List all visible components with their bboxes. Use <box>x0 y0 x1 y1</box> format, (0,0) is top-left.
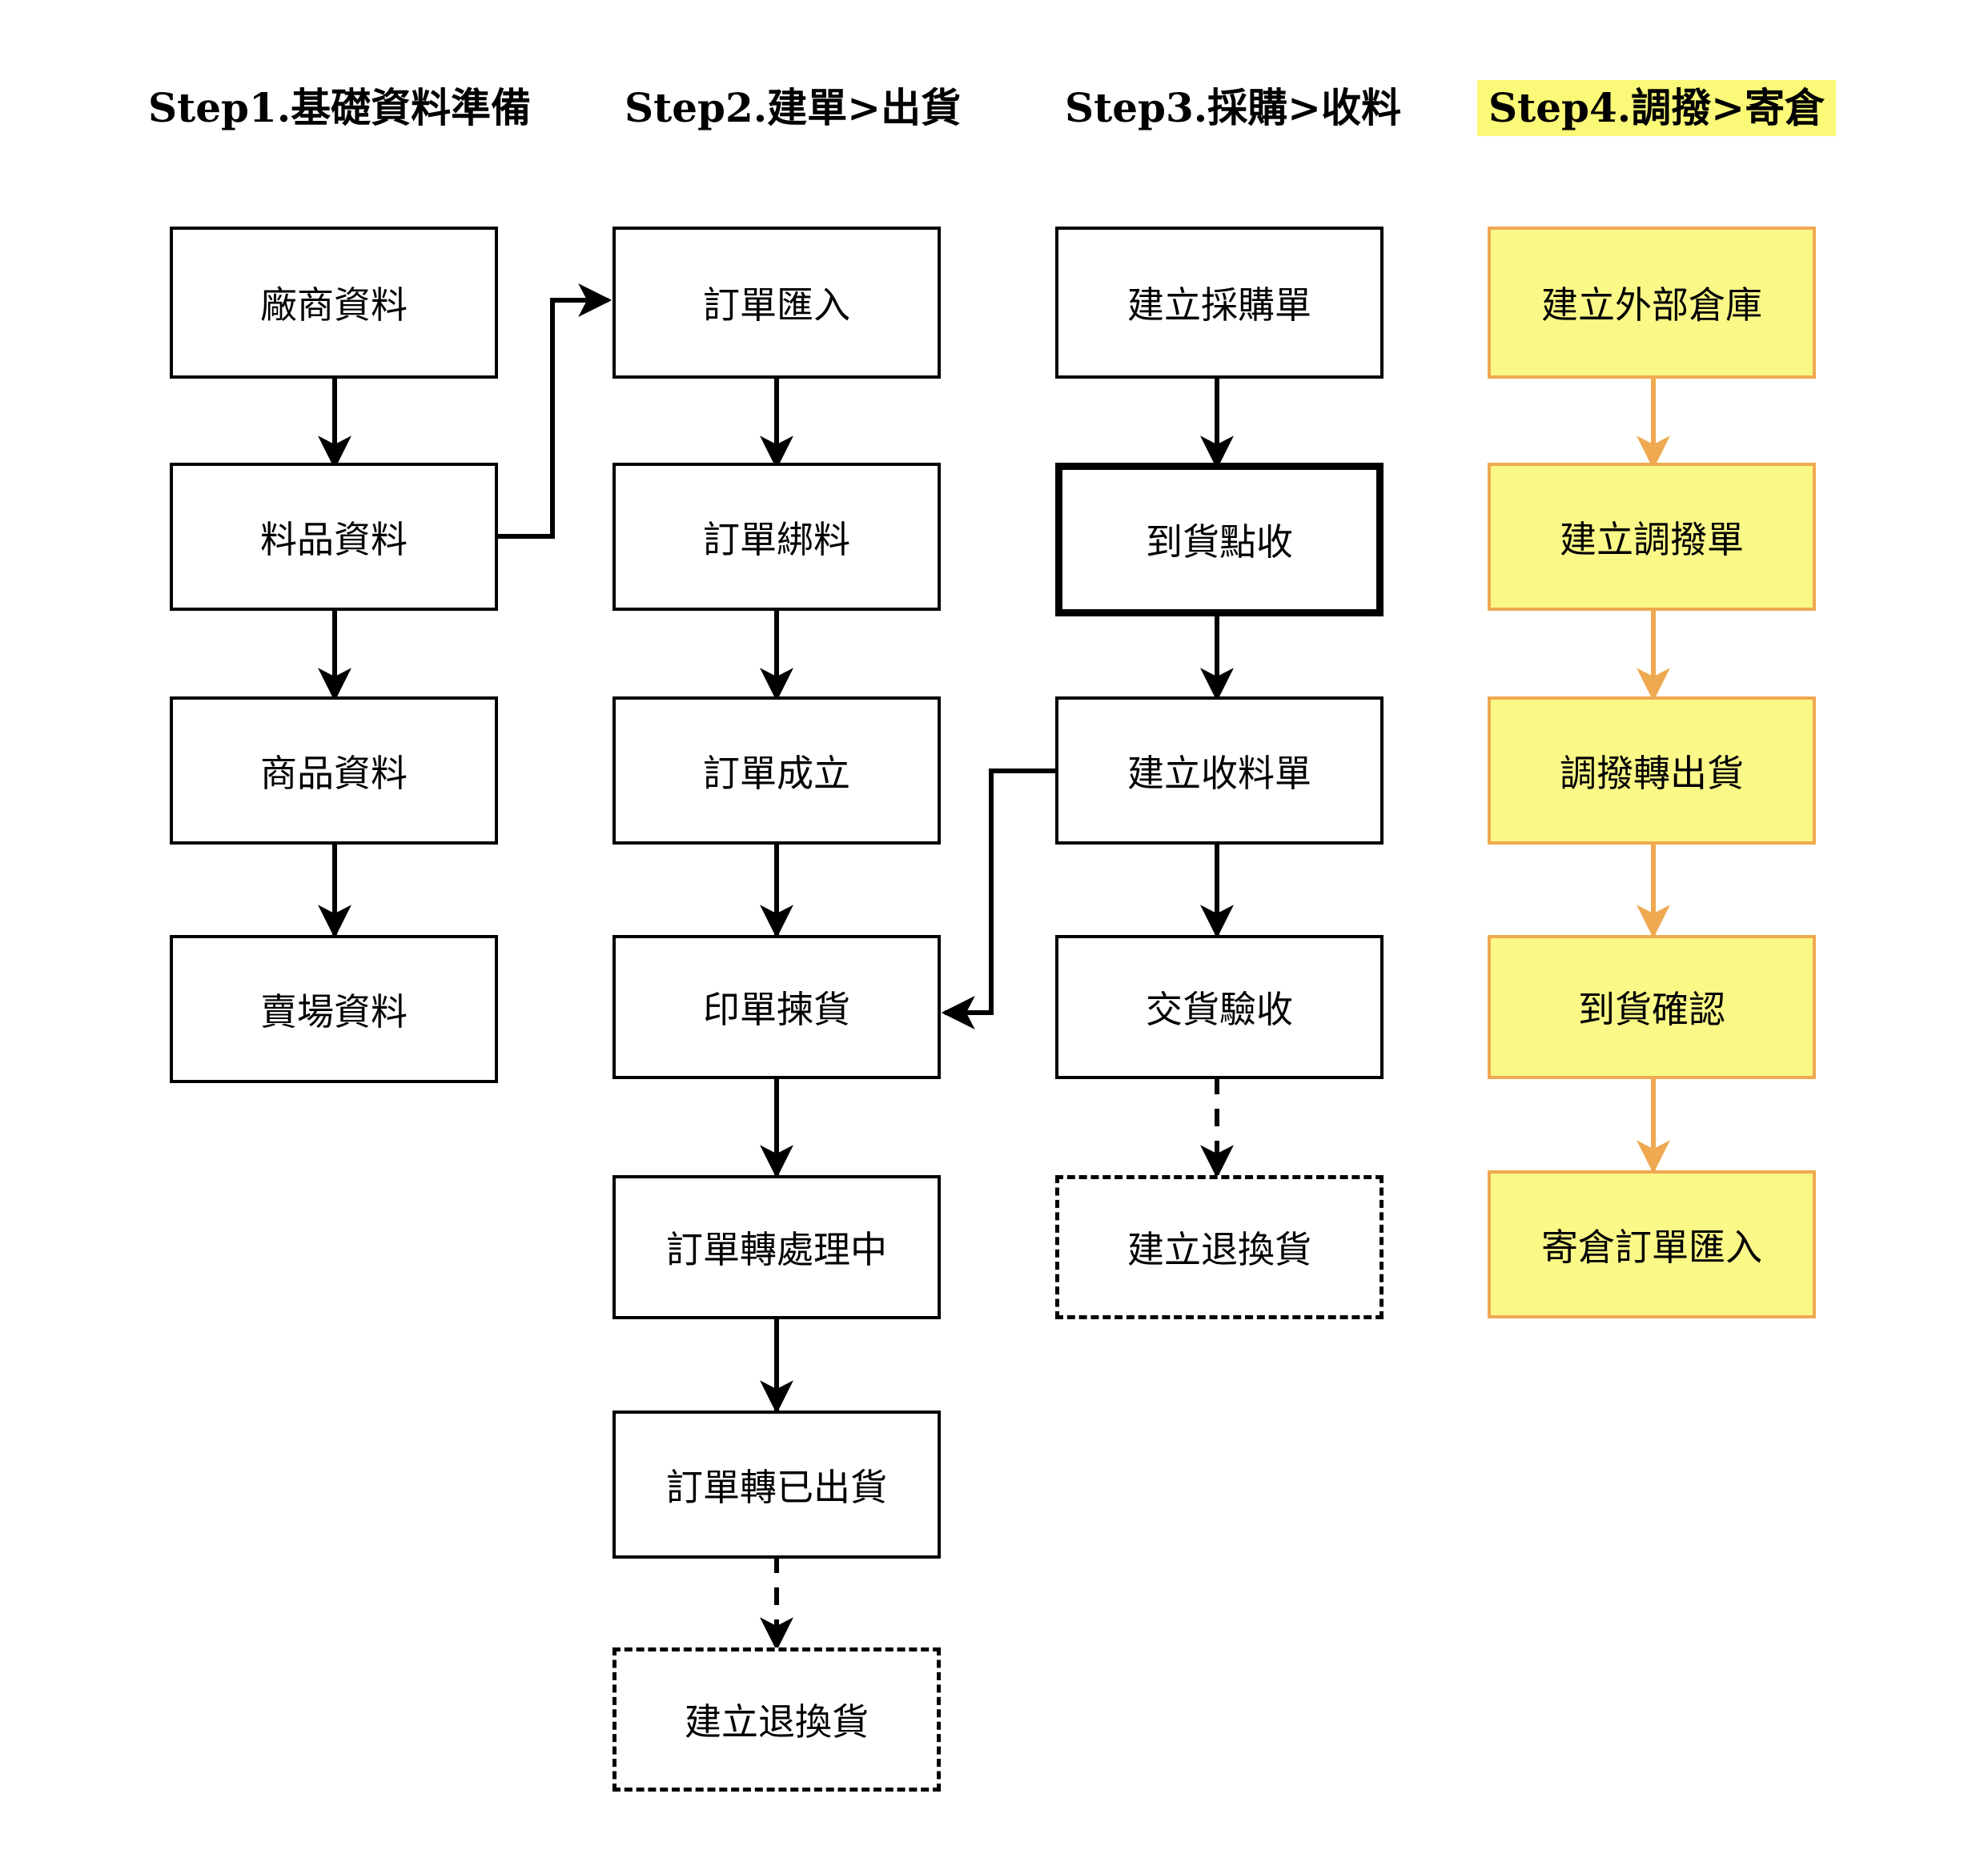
column-title-step2: Step2.建單>出貨 <box>625 84 962 131</box>
node-ding-dan-zhuan-yi-chu-huo[interactable]: 訂單轉已出貨 <box>612 1411 941 1559</box>
edge-shou-liao-to-jian-huo <box>941 768 1055 1029</box>
edge-liao-pin-to-ding-dan-hui-ru <box>494 283 612 539</box>
node-ding-dan-hui-ru[interactable]: 訂單匯入 <box>612 227 941 379</box>
node-chang-shang-zi-liao[interactable]: 廠商資料 <box>170 227 498 379</box>
node-shang-pin-zi-liao[interactable]: 商品資料 <box>170 696 498 845</box>
node-yin-dan-jian-huo[interactable]: 印單揀貨 <box>612 935 941 1079</box>
node-ding-dan-cheng-li[interactable]: 訂單成立 <box>612 696 941 845</box>
column-title-step3: Step3.採購>收料 <box>1065 84 1402 131</box>
node-dao-huo-que-ren[interactable]: 到貨確認 <box>1488 935 1816 1079</box>
node-jian-li-tui-huan-huo-step2[interactable]: 建立退換貨 <box>612 1647 941 1792</box>
node-dao-huo-dian-shou[interactable]: 到貨點收 <box>1055 463 1384 616</box>
node-jian-li-tui-huan-huo-step3[interactable]: 建立退換貨 <box>1055 1175 1384 1319</box>
column-title-step4: Step4.調撥>寄倉 <box>1477 80 1837 136</box>
node-jian-li-cai-gou-dan[interactable]: 建立採購單 <box>1055 227 1384 379</box>
node-ding-dan-zhuan-chu-li-zhong[interactable]: 訂單轉處理中 <box>612 1175 941 1319</box>
node-jian-li-diao-bo-dan[interactable]: 建立調撥單 <box>1488 463 1816 611</box>
node-mai-chang-zi-liao[interactable]: 賣場資料 <box>170 935 498 1083</box>
node-jian-li-shou-liao-dan[interactable]: 建立收料單 <box>1055 696 1384 845</box>
column-title-step1: Step1.基礎資料準備 <box>148 84 532 131</box>
node-liao-pin-zi-liao[interactable]: 料品資料 <box>170 463 498 611</box>
node-ji-cang-ding-dan-hui-ru[interactable]: 寄倉訂單匯入 <box>1488 1170 1816 1318</box>
node-jian-li-wai-bu-cang-ku[interactable]: 建立外部倉庫 <box>1488 227 1816 379</box>
node-jiao-huo-yan-shou[interactable]: 交貨驗收 <box>1055 935 1384 1079</box>
node-ding-dan-bang-liao[interactable]: 訂單綁料 <box>612 463 941 611</box>
node-diao-bo-zhuan-chu-huo[interactable]: 調撥轉出貨 <box>1488 696 1816 845</box>
